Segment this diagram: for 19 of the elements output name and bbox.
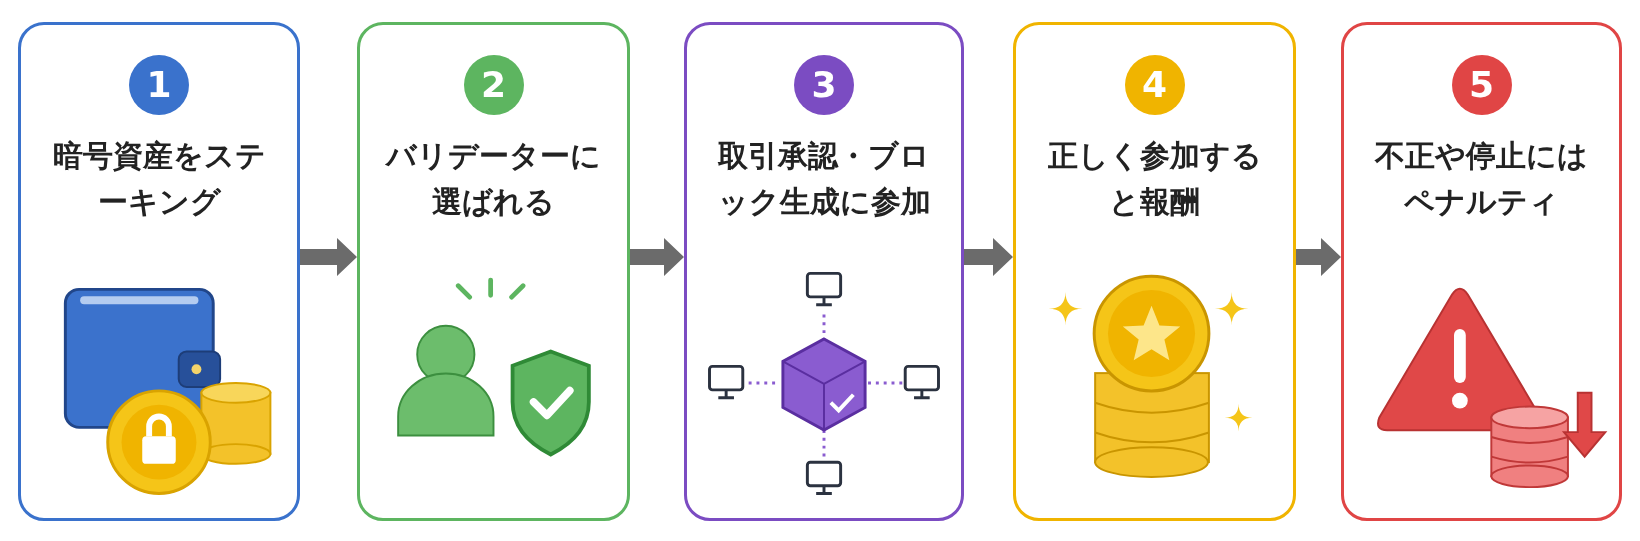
arrow [630,238,684,276]
step-title: 不正や停止にはペナルティ [1373,137,1589,221]
arrow [300,238,357,276]
step-number: 1 [129,55,189,115]
step-number: 5 [1451,55,1512,115]
step-title: 暗号資産をステーキング [51,137,267,221]
arrow [964,238,1013,276]
step-number: 3 [794,55,854,115]
step-title: バリデーターに選ばれる [384,137,602,221]
step-card [684,22,964,521]
step-card [1013,22,1296,521]
arrow [1296,238,1341,276]
step-title: 正しく参加すると報酬 [1046,137,1263,221]
step-card [18,22,300,521]
step-number: 4 [1124,55,1185,115]
step-number: 2 [463,55,524,115]
step-card [357,22,630,521]
step-card [1341,22,1622,521]
step-title: 取引承認・ブロック生成に参加 [716,137,932,221]
